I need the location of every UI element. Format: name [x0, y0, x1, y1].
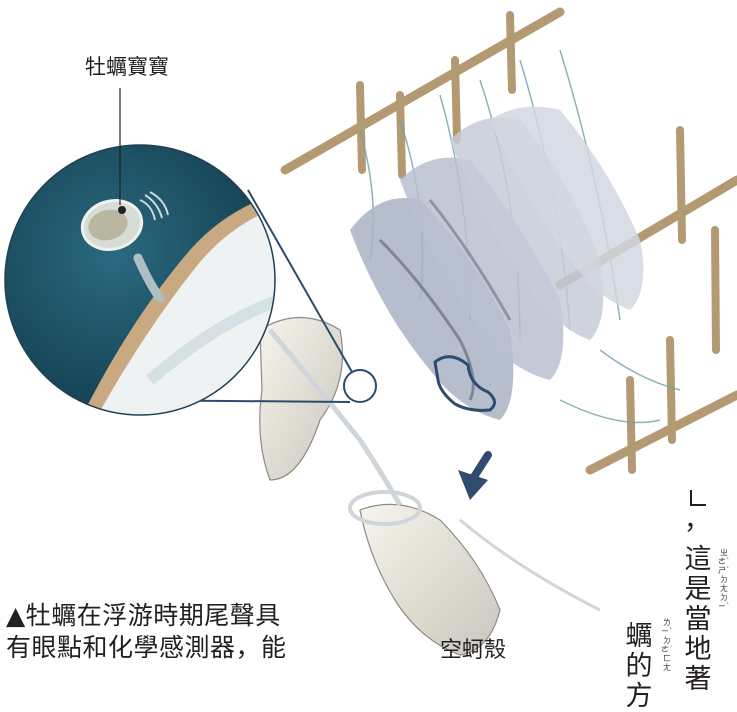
- caption: ▲牡蠣在浮游時期尾聲具 有眼點和化學感測器，能: [6, 600, 287, 664]
- caption-line: ▲牡蠣在浮游時期尾聲具: [6, 600, 287, 632]
- quote-close-mark: [690, 490, 706, 506]
- zhuyin-column: ㄓㄜˋ ㄕˋ ㄉㄤ ㄉㄧˋ: [718, 548, 730, 611]
- empty-shell-label: 空蚵殼: [440, 640, 506, 662]
- down-arrow-icon: [458, 455, 488, 500]
- comma-mark: ，: [684, 508, 710, 534]
- magnified-view: [5, 145, 300, 420]
- vertical-text-column: 這是當地著: [683, 545, 713, 695]
- zhuyin-column: ㄌㄧˋ ㄉㄜ˙ ㄈㄤ: [661, 618, 673, 672]
- caption-line: 有眼點和化學感測器，能: [6, 632, 287, 664]
- vertical-text-column: 蠣的方: [624, 622, 654, 712]
- oyster-spat-label: 牡蠣寶寶: [85, 57, 169, 78]
- oyster-farming-illustration: [0, 0, 737, 681]
- oyster-clusters: [350, 107, 643, 420]
